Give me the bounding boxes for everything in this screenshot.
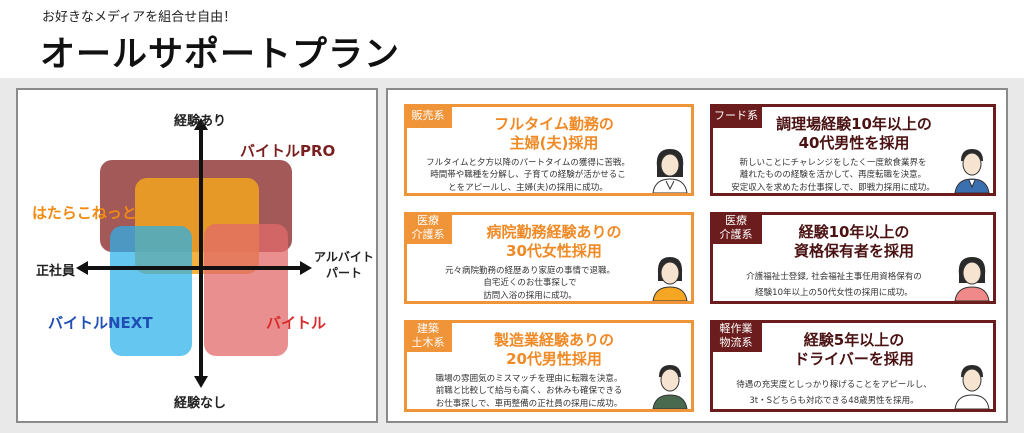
card-title-line1: 製造業経験ありの [493, 331, 614, 349]
baitoru-next-area [110, 226, 192, 356]
page-subtitle: お好きなメディアを組合せ自由！ [42, 10, 237, 25]
axis-label-fulltime: 正社員 [36, 264, 76, 279]
man-avatar-icon [652, 365, 688, 409]
card-tag: 医療 介護系 [404, 212, 452, 244]
man-avatar-icon [954, 149, 990, 193]
case-card-food: フード系 調理場経験10年以上の 40代男性を採用 新しいことにチャレンジをした… [710, 104, 996, 196]
card-tag: 建築 土木系 [404, 320, 452, 352]
card-tag: 軽作業 物流系 [710, 320, 762, 352]
arrow-left-icon [76, 261, 88, 275]
media-label-baitoru-next: バイトルNEXT [48, 314, 153, 332]
case-card-construction: 建築 土木系 製造業経験ありの 20代男性採用 職場の雰囲気のミスマッチを理由に… [404, 320, 694, 412]
woman-avatar-icon [652, 257, 688, 301]
axis-label-parttime-line2: パート [325, 265, 362, 280]
card-title-line2: 資格保有者を採用 [793, 241, 914, 260]
case-cards-panel: 販売系 フルタイム勤務の 主婦(夫)採用 フルタイムと夕方以降のパートタイムの獲… [386, 88, 1008, 423]
case-card-medical-2: 医療 介護系 経験10年以上の 資格保有者を採用 介護福祉士登録, 社会福祉主事… [710, 212, 996, 304]
media-label-hatarako: はたらこねっと [32, 204, 137, 222]
card-title-line1: 病院勤務経験ありの [486, 223, 622, 241]
axis-label-inexperienced: 経験なし [174, 396, 227, 411]
arrow-down-icon [194, 376, 208, 388]
media-label-baitoru-pro: バイトルPRO [240, 142, 336, 160]
axis-label-parttime-line1: アルバイト [314, 250, 374, 264]
card-title: 病院勤務経験ありの 30代女性採用 [459, 223, 649, 261]
card-description: 待遇の充実度としっかり稼げることをアピールし、 3t・Sどちらも対応できる48歳… [736, 380, 932, 407]
woman-avatar-icon [954, 257, 990, 301]
case-card-medical-1: 医療 介護系 病院勤務経験ありの 30代女性採用 元々病院勤務の経歴あり家庭の事… [404, 212, 694, 304]
media-label-baitoru: バイトル [266, 314, 327, 332]
vertical-axis [199, 128, 203, 378]
baitoru-area [204, 224, 288, 356]
axis-label-parttime: アルバイト パート [314, 250, 374, 281]
card-tag: フード系 [710, 104, 762, 128]
card-title: 経験5年以上の ドライバーを採用 [759, 331, 949, 369]
arrow-right-icon [300, 261, 312, 275]
case-card-logistics: 軽作業 物流系 経験5年以上の ドライバーを採用 待遇の充実度としっかり稼げるこ… [710, 320, 996, 412]
card-title-line2: 20代男性採用 [506, 349, 602, 368]
card-description: 職場の雰囲気のミスマッチを理由に転職を決意。 前職と比較して給与も高く、お休みも… [435, 374, 623, 409]
case-card-sales: 販売系 フルタイム勤務の 主婦(夫)採用 フルタイムと夕方以降のパートタイムの獲… [404, 104, 694, 196]
card-description: フルタイムと夕方以降のパートタイムの獲得に苦戦。 時間帯や職種を分解し、子育ての… [426, 158, 630, 193]
card-title: 製造業経験ありの 20代男性採用 [459, 331, 649, 369]
card-title: 経験10年以上の 資格保有者を採用 [759, 223, 949, 261]
card-title-line2: ドライバーを採用 [794, 349, 914, 368]
card-title-line1: 経験10年以上の [798, 223, 910, 241]
card-title: 調理場経験10年以上の 40代男性を採用 [759, 115, 949, 153]
media-positioning-map: 経験あり 経験なし 正社員 アルバイト パート バイトルPRO はたらこねっと … [16, 88, 378, 423]
card-title-line1: 調理場経験10年以上の [776, 115, 932, 133]
man-avatar-icon [954, 365, 990, 409]
card-tag: 販売系 [404, 104, 452, 128]
card-title-line1: 経験5年以上の [803, 331, 905, 349]
card-description: 介護福祉士登録, 社会福祉主事任用資格保有の 経験10年以上の50代女性の採用に… [746, 272, 922, 299]
card-title-line2: 40代男性を採用 [798, 133, 910, 152]
card-title-line2: 主婦(夫)採用 [509, 133, 599, 152]
page-title: オールサポートプラン [40, 35, 401, 75]
arrow-up-icon [194, 118, 208, 130]
card-title: フルタイム勤務の 主婦(夫)採用 [459, 115, 649, 153]
horizontal-axis [86, 266, 302, 270]
card-description: 新しいことにチャレンジをしたく一度飲食業界を 離れたものの経験を活かして、再度転… [731, 158, 935, 193]
woman-avatar-icon [652, 149, 688, 193]
card-title-line1: フルタイム勤務の [494, 115, 614, 133]
card-description: 元々病院勤務の経歴あり家庭の事情で退職。 自宅近くのお仕事探しで 訪問入浴の採用… [444, 266, 615, 301]
axis-label-experienced: 経験あり [174, 114, 227, 129]
card-tag: 医療 介護系 [710, 212, 762, 244]
card-title-line2: 30代女性採用 [506, 241, 602, 260]
